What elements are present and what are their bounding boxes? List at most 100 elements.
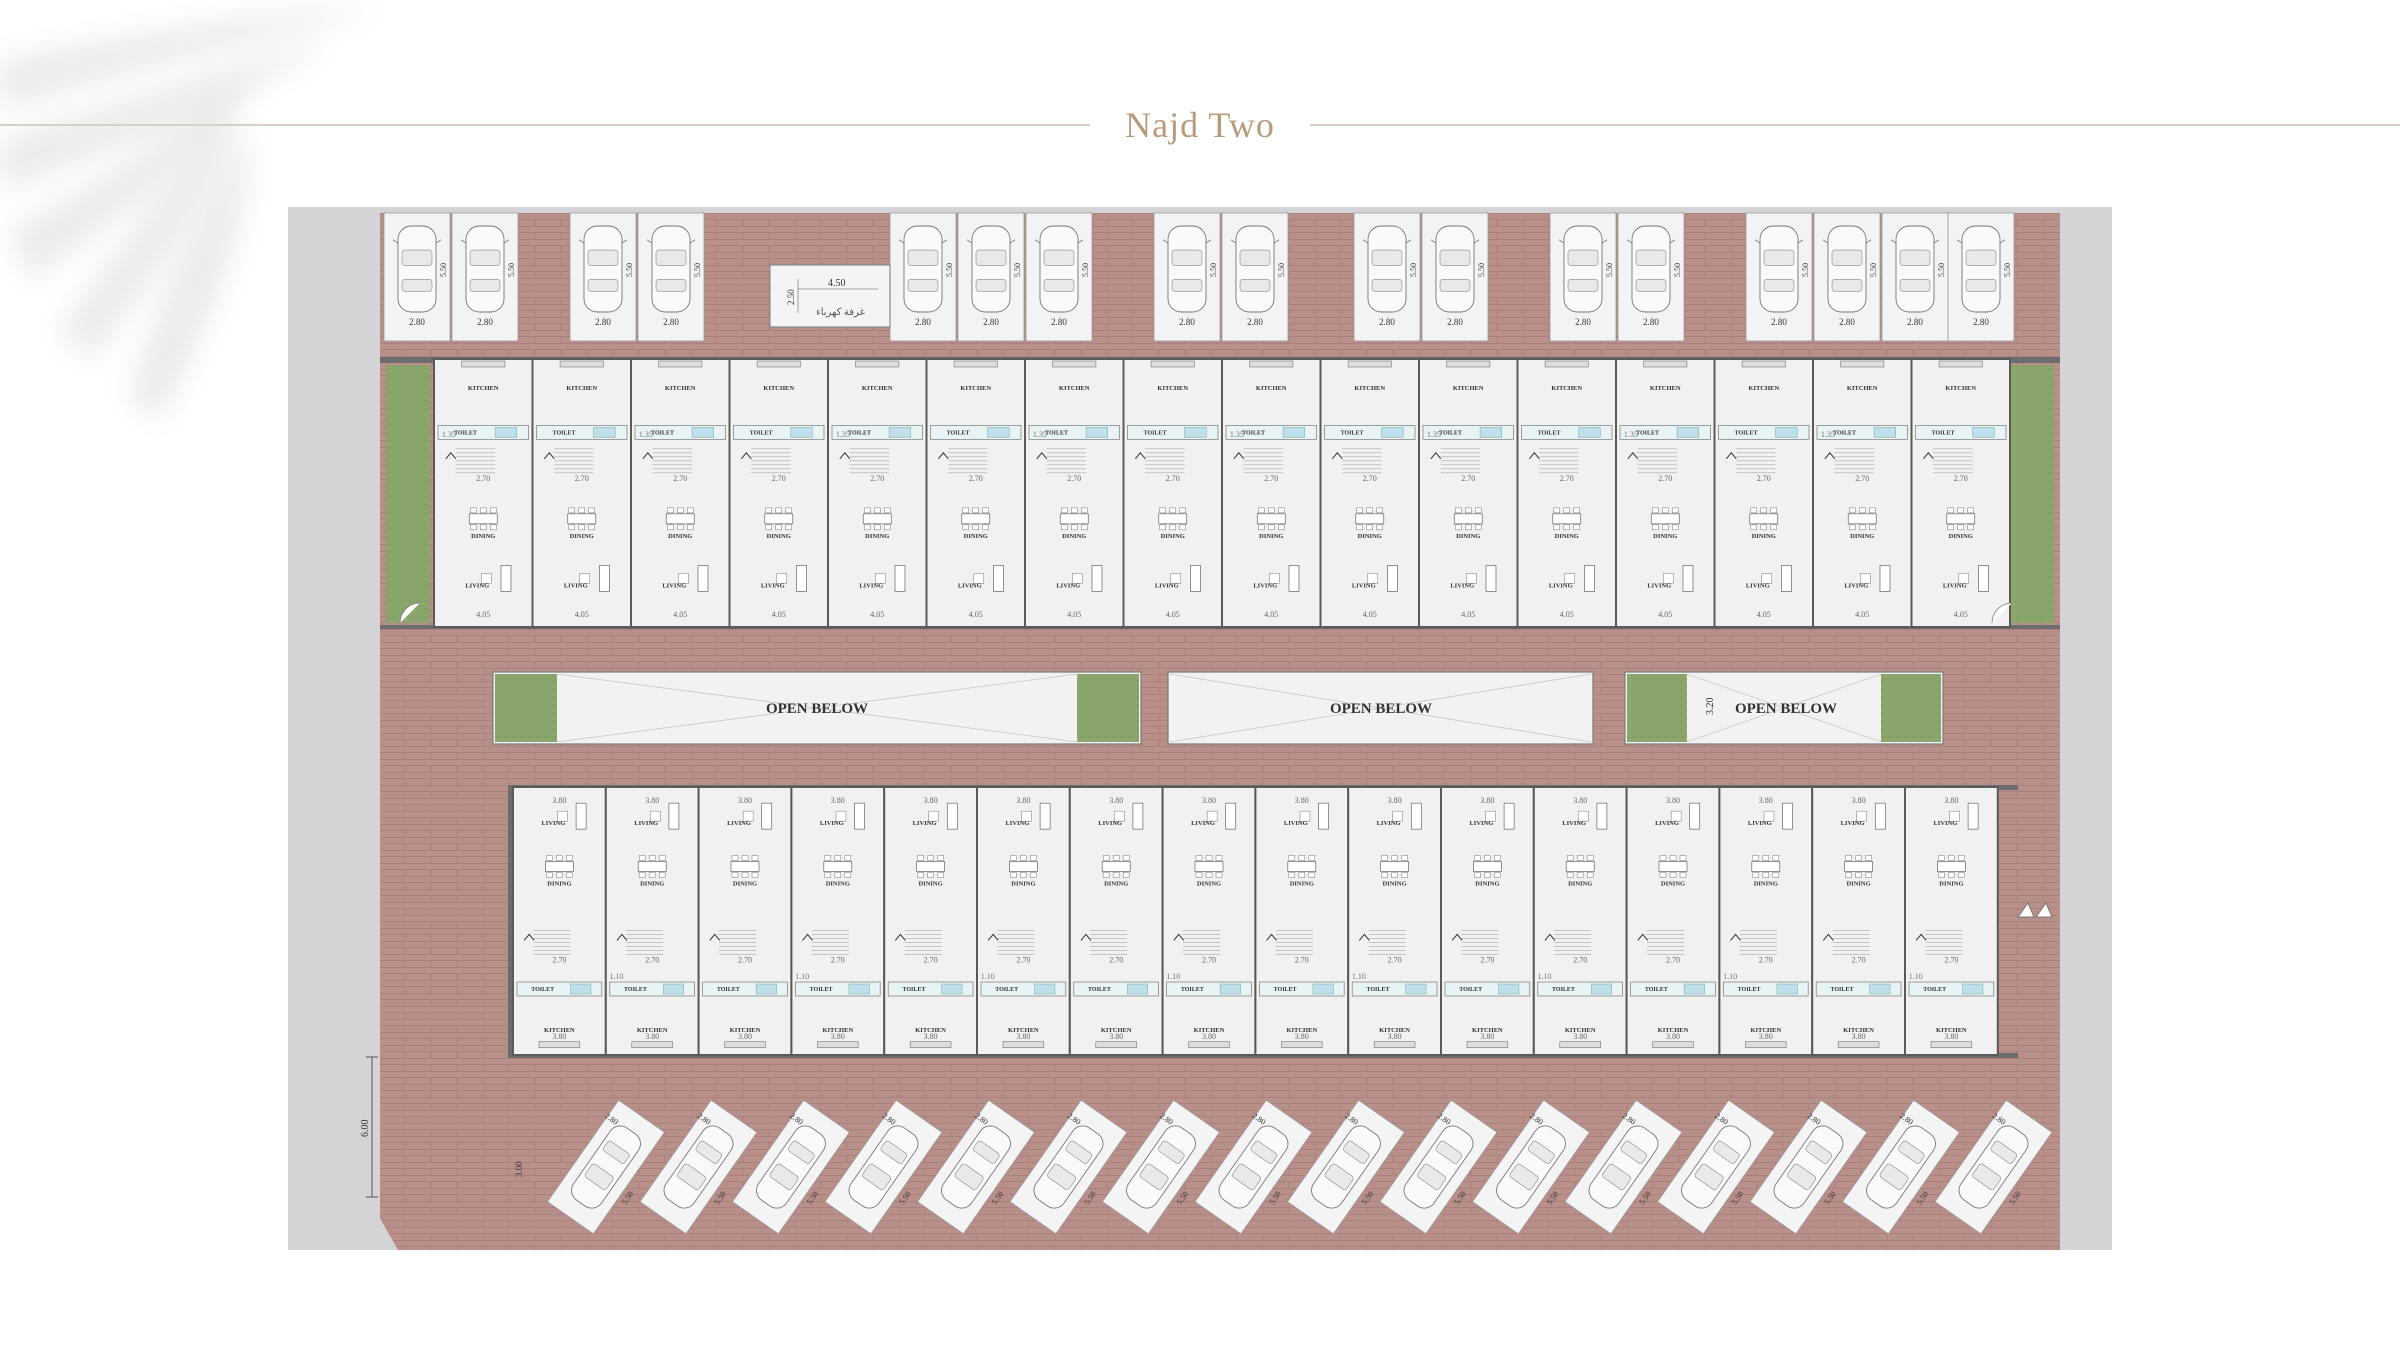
- car-icon: [1822, 225, 1872, 313]
- room-width-label-top: 3.80: [1109, 796, 1123, 805]
- dining-label: DINING: [767, 533, 791, 540]
- dining-label: DINING: [1104, 880, 1128, 887]
- living-sofa: [1949, 802, 1979, 830]
- room-width-label-bottom: 3.80: [1109, 1032, 1123, 1041]
- stair-dimension: 2.70: [1166, 474, 1180, 483]
- toilet-label: TOILET: [1932, 430, 1955, 436]
- parking-length-label: 5.50: [1409, 263, 1418, 277]
- dining-label: DINING: [964, 533, 988, 540]
- toilet-width-label: 1.35: [442, 430, 456, 439]
- parking-bay-top: 2.805.50: [1549, 212, 1617, 342]
- parking-bay-diagonal: 2.805.50: [1286, 1099, 1406, 1235]
- greenery-open-1-right: [1077, 674, 1139, 742]
- kitchen-label: KITCHEN: [1472, 1027, 1503, 1034]
- parking-width-label: 2.80: [1447, 317, 1463, 327]
- dining-label: DINING: [668, 533, 692, 540]
- toilet-label: TOILET: [902, 987, 925, 993]
- parking-bay-top: 2.805.50: [1813, 212, 1881, 342]
- dining-table: [1658, 855, 1688, 878]
- dining-table: [1946, 507, 1976, 531]
- dining-label: DINING: [471, 533, 495, 540]
- toilet-width-label: 1.35: [1427, 430, 1441, 439]
- living-label: LIVING: [913, 820, 937, 827]
- car-icon: [1033, 1125, 1104, 1209]
- greenery-top-right: [2008, 365, 2054, 623]
- parking-width-label: 2.80: [1839, 317, 1855, 327]
- dining-table: [1751, 855, 1781, 878]
- staircase: [987, 930, 1035, 955]
- living-sofa: [1856, 802, 1886, 830]
- living-label: LIVING: [1450, 582, 1474, 589]
- living-label: LIVING: [1549, 582, 1573, 589]
- toilet-label: TOILET: [1088, 987, 1111, 993]
- room-width-label-bottom: 3.80: [1759, 1032, 1773, 1041]
- dining-label: DINING: [733, 880, 757, 887]
- dining-table: [862, 507, 892, 531]
- stair-dimension: 2.70: [1560, 474, 1574, 483]
- stair-dimension: 2.70: [1573, 955, 1587, 964]
- dining-table: [468, 507, 498, 531]
- staircase: [1266, 930, 1313, 955]
- toilet-label: TOILET: [810, 987, 833, 993]
- toilet-label: TOILET: [1045, 430, 1068, 436]
- dining-label: DINING: [1197, 880, 1221, 887]
- toilet-width-label: 1.35: [639, 430, 653, 439]
- staircase: [1331, 448, 1382, 474]
- parking-width-label: 2.80: [915, 317, 931, 327]
- living-sofa: [1367, 565, 1398, 592]
- car-icon: [1218, 1125, 1289, 1209]
- staircase: [1036, 448, 1087, 474]
- room-width-label-bottom: 3.80: [831, 1032, 845, 1041]
- parking-width-label: 2.80: [409, 317, 425, 327]
- stair-dimension: 2.70: [575, 474, 589, 483]
- kitchen-label: KITCHEN: [1101, 1027, 1132, 1034]
- stair-dimension: 2.70: [645, 955, 659, 964]
- toilet-width-label: 1.35: [1230, 430, 1244, 439]
- room-width-label: 4.05: [1461, 610, 1475, 619]
- room-width-label-bottom: 3.80: [1388, 1032, 1402, 1041]
- living-label: LIVING: [1253, 582, 1277, 589]
- room-width-label-top: 3.80: [738, 796, 752, 805]
- living-sofa: [1578, 802, 1608, 830]
- staircase: [1544, 930, 1592, 955]
- staircase: [1233, 448, 1284, 474]
- dining-label: DINING: [1850, 533, 1874, 540]
- toilet-width-label: 1.35: [1033, 430, 1047, 439]
- staircase: [1528, 448, 1579, 474]
- parking-bay-top: 2.805.50: [1153, 212, 1221, 342]
- parking-bay-top: 2.805.50: [383, 212, 451, 342]
- living-sofa: [1269, 565, 1300, 592]
- toilet-width-label: 1.10: [610, 972, 624, 981]
- dining-label: DINING: [1456, 533, 1480, 540]
- car-icon: [848, 1125, 919, 1209]
- room-width-label-top: 3.80: [1573, 796, 1587, 805]
- stair-dimension: 2.70: [831, 955, 845, 964]
- toilet-label: TOILET: [1366, 987, 1389, 993]
- door-swing: [399, 602, 421, 624]
- car-icon: [663, 1125, 734, 1209]
- staircase: [1725, 448, 1776, 474]
- dining-table: [1749, 507, 1779, 531]
- dining-label: DINING: [918, 880, 942, 887]
- dining-label: DINING: [547, 880, 571, 887]
- parking-bay-diagonal: 2.805.50: [1194, 1099, 1313, 1235]
- greenery-open-1-left: [495, 674, 557, 742]
- dining-table: [665, 507, 695, 531]
- living-label: LIVING: [465, 582, 489, 589]
- kitchen-label: KITCHEN: [1650, 385, 1681, 392]
- living-label: LIVING: [1746, 582, 1770, 589]
- toilet-label: TOILET: [531, 987, 554, 993]
- living-label: LIVING: [1155, 582, 1179, 589]
- car-icon: [392, 225, 442, 313]
- living-sofa: [875, 565, 906, 592]
- staircase: [1080, 930, 1128, 955]
- room-width-label: 4.05: [870, 610, 884, 619]
- toilet-width-label: 1.35: [1624, 430, 1638, 439]
